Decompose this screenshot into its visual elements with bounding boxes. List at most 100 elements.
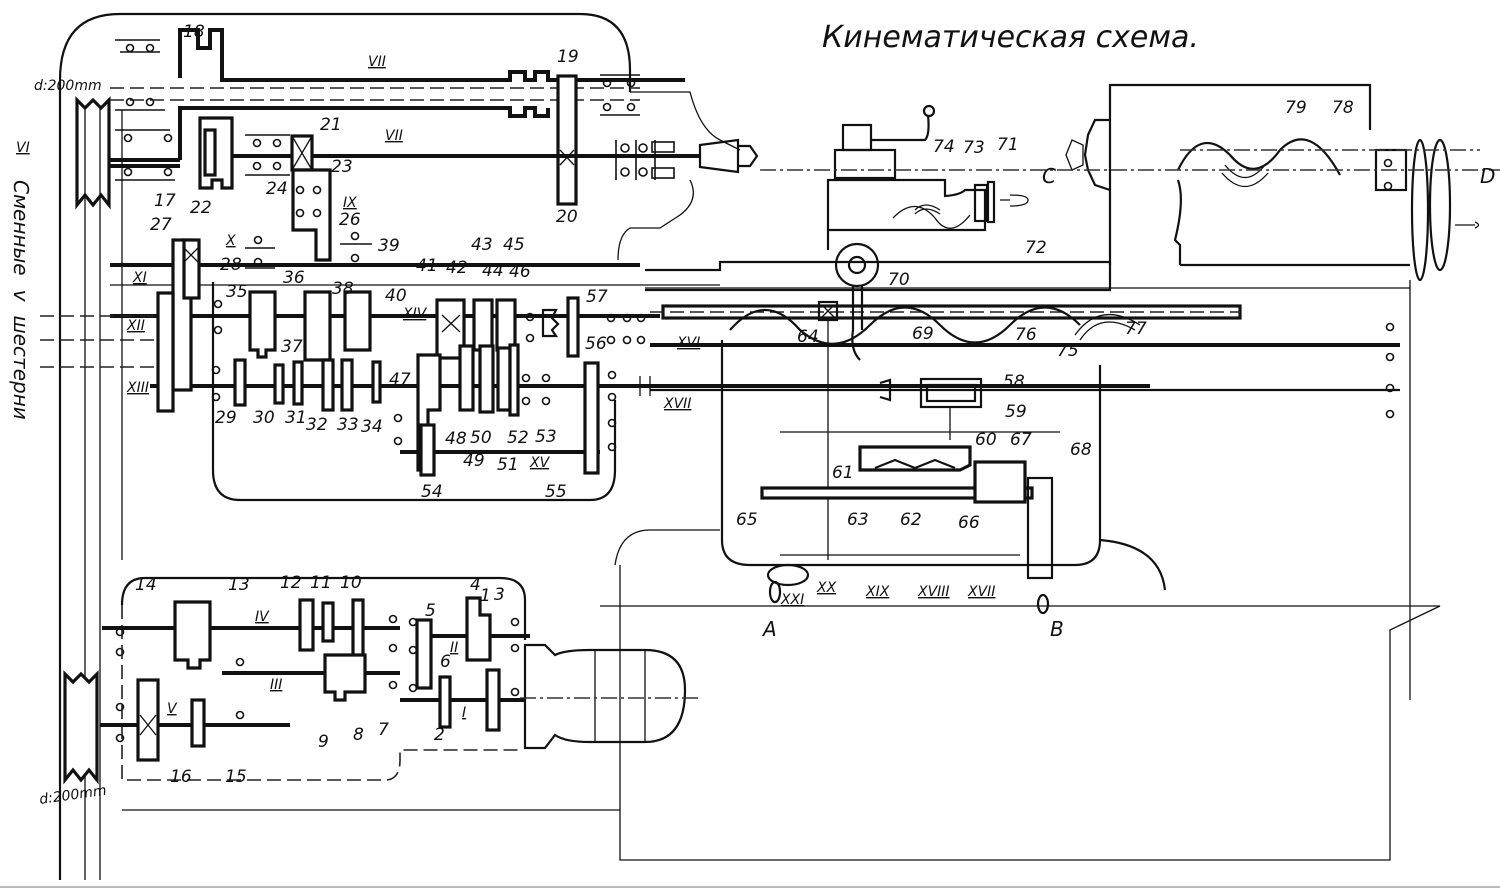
part-label: 16 xyxy=(170,767,192,787)
feed-gearbox xyxy=(40,238,1150,477)
shaft-label: XVII xyxy=(967,584,995,600)
part-label: 23 xyxy=(331,157,353,177)
shaft-label: V xyxy=(167,701,178,717)
part-label: 75 xyxy=(1057,341,1079,361)
part-label: 7 xyxy=(378,720,389,740)
part-label: 76 xyxy=(1015,325,1037,345)
part-label: 4 xyxy=(470,575,481,595)
side-label-change-gears: Сменныеvшестерни xyxy=(9,180,33,420)
part-label: 69 xyxy=(912,324,934,344)
shaft-label: XI xyxy=(132,270,147,286)
part-label: 1 xyxy=(480,586,491,606)
shaft-label: XVIII xyxy=(917,584,950,600)
part-label: 67 xyxy=(1010,430,1032,450)
shaft-label: XIX xyxy=(865,584,890,600)
shaft-label-VI: VI xyxy=(16,140,30,156)
shaft-label: XXI xyxy=(780,592,804,608)
part-label: 78 xyxy=(1332,98,1354,118)
control-point-C: C xyxy=(1042,164,1056,188)
part-label: 15 xyxy=(225,767,247,787)
shaft-label: XII xyxy=(126,318,145,334)
part-label: 28 xyxy=(220,255,242,275)
pulley-bottom-diameter-label: d:200mm xyxy=(38,783,107,808)
bearings xyxy=(115,39,1395,743)
part-label: 48 xyxy=(445,429,467,449)
shaft-label: VII xyxy=(368,54,386,70)
part-label: 72 xyxy=(1025,238,1047,258)
part-label: 71 xyxy=(997,135,1019,155)
part-label: 31 xyxy=(285,408,307,428)
part-label: 14 xyxy=(135,575,157,595)
control-point-A: A xyxy=(761,617,777,641)
control-point-B: B xyxy=(1050,617,1064,641)
part-label: 51 xyxy=(497,455,519,475)
part-label: 58 xyxy=(1003,372,1025,392)
part-label: 32 xyxy=(306,415,328,435)
part-label: 19 xyxy=(557,47,579,67)
part-label: 46 xyxy=(509,262,531,282)
part-label: 40 xyxy=(385,286,407,306)
headstock-housing xyxy=(58,12,741,880)
part-label: 12 xyxy=(280,573,302,593)
part-label: 79 xyxy=(1285,98,1307,118)
shaft-label: II xyxy=(450,640,458,656)
part-label: 45 xyxy=(503,235,525,255)
control-point-D: D xyxy=(1480,164,1495,188)
part-label: 57 xyxy=(586,287,608,307)
shaft-label: XIV xyxy=(402,306,428,322)
part-label: 42 xyxy=(446,258,468,278)
part-label: 62 xyxy=(900,510,922,530)
part-label: 56 xyxy=(585,334,607,354)
part-label: 41 xyxy=(416,256,438,276)
shaft-labels: VII VII IX X XI XII XIII XIV XV XVI XVII… xyxy=(126,54,995,721)
part-label: 5 xyxy=(425,601,436,621)
part-label: 49 xyxy=(463,451,485,471)
part-label: 77 xyxy=(1125,319,1147,339)
part-label: 43 xyxy=(471,235,493,255)
part-label: 37 xyxy=(281,337,303,357)
shaft-label: XX xyxy=(816,580,837,596)
part-label: 8 xyxy=(353,725,364,745)
part-label: 68 xyxy=(1070,440,1092,460)
part-label: 38 xyxy=(332,279,354,299)
part-label: 26 xyxy=(339,210,361,230)
part-label: 36 xyxy=(283,268,305,288)
part-label: 55 xyxy=(545,482,567,502)
part-label: 9 xyxy=(318,732,329,752)
shaft-label: XVI xyxy=(676,335,700,351)
main-gearbox: d:200mm xyxy=(38,576,700,811)
shaft-label: XV xyxy=(529,455,551,471)
part-label: 61 xyxy=(832,463,854,483)
part-label: 33 xyxy=(337,415,359,435)
part-label: 60 xyxy=(975,430,997,450)
part-label: 11 xyxy=(310,573,332,593)
part-label: 24 xyxy=(266,179,288,199)
part-label: 13 xyxy=(228,575,250,595)
part-label: 54 xyxy=(421,482,443,502)
shaft-label: XVII xyxy=(663,396,691,412)
shaft-label: X xyxy=(225,233,236,249)
pulley-top-diameter-label: d:200mm xyxy=(34,78,102,94)
part-label: 22 xyxy=(190,198,212,218)
part-label: 21 xyxy=(320,115,342,135)
shaft-label: XIII xyxy=(126,380,149,396)
shaft-label: VII xyxy=(385,128,403,144)
carriage-and-bed xyxy=(600,83,1500,861)
part-label: 44 xyxy=(482,261,504,281)
part-label: 2 xyxy=(434,725,445,745)
part-label: 65 xyxy=(736,510,758,530)
shaft-label: III xyxy=(270,677,282,693)
part-label: 73 xyxy=(963,138,985,158)
control-point-labels: A B C D xyxy=(761,164,1495,641)
shaft-label: I xyxy=(462,705,466,721)
spindle-assembly xyxy=(110,28,759,262)
part-number-labels: 18 19 20 21 22 23 24 26 17 27 28 35 36 3… xyxy=(135,22,1354,787)
part-label: 39 xyxy=(378,236,400,256)
part-label: 59 xyxy=(1005,402,1027,422)
part-label: 6 xyxy=(440,652,451,672)
part-label: 74 xyxy=(933,137,955,157)
part-label: 17 xyxy=(154,191,176,211)
part-label: 18 xyxy=(183,22,205,42)
part-label: 70 xyxy=(888,270,910,290)
